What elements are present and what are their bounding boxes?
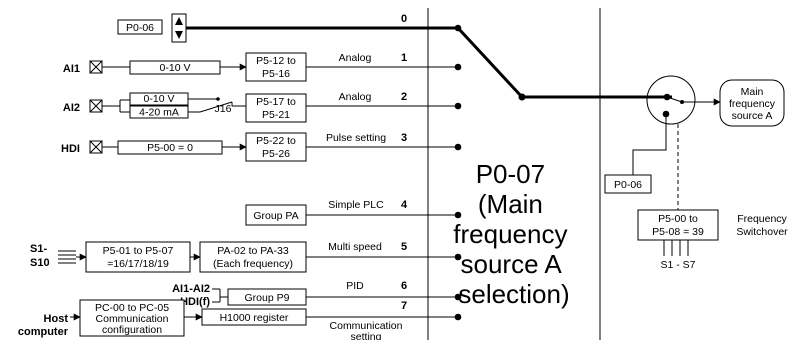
p0-06-lower-text: P0-06 [614, 179, 642, 191]
channel-3-dot [454, 143, 462, 151]
multispeed-cond-box [85, 241, 191, 273]
ai2-jumper-switch [188, 97, 246, 113]
output-switch-circle [646, 75, 696, 125]
ai2-voltage-text: 0-10 V [144, 93, 175, 105]
channel-4-label: Simple PLC [328, 199, 384, 211]
wiper-junction-dot [518, 93, 526, 101]
multispeed-cond-text: P5-01 to P5-07=16/17/18/19 [103, 245, 174, 270]
channel-1-number: 1 [401, 52, 407, 64]
ai2-jumper-label: J16 [215, 103, 232, 115]
pid-param-text: Group P9 [245, 292, 290, 304]
ai1-label: AI1 [63, 63, 80, 75]
channel-1-label: Analog [339, 52, 372, 64]
channel-7-number: 7 [401, 300, 407, 312]
ai2-terminal-icon [89, 99, 103, 113]
channel-0-number: 0 [401, 13, 407, 25]
channel-4-number: 4 [401, 199, 408, 211]
output-label-box [719, 79, 785, 127]
channel-6-label: PID [346, 280, 364, 292]
hdi-terminal-icon [89, 140, 103, 154]
selector-title: P0-07 (Main frequency source A selection… [453, 159, 574, 309]
channel-4-dot [454, 211, 462, 219]
multispeed-param-text: PA-02 to PA-33(Each frequency) [213, 245, 293, 270]
plc-param-text: Group PA [253, 210, 298, 222]
channel-5-dot [454, 253, 462, 261]
hdi-param-box [245, 132, 307, 162]
multispeed-source: S1-S10 [30, 243, 50, 269]
ai1-terminal-icon [89, 60, 103, 74]
multispeed-input-lines [58, 250, 87, 264]
channel-1-dot [454, 63, 462, 71]
hdi-label: HDI [61, 143, 80, 155]
switchover-inputs: S1 - S7 [660, 259, 695, 271]
comm-config-box [79, 299, 185, 337]
p0-06-top-text: P0-06 [126, 22, 154, 34]
channel-2-number: 2 [401, 91, 407, 103]
updown-spinner-icon[interactable] [171, 13, 187, 43]
ai2-current-text: 4-20 mA [139, 107, 179, 119]
channel-3-label: Pulse setting [326, 132, 386, 144]
channel-2-label: Analog [339, 91, 372, 103]
switchover-input-lines [663, 240, 689, 256]
channel-5-label: Multi speed [328, 241, 382, 253]
channel-7-dot [454, 313, 462, 321]
p0-06-lower-box [604, 174, 652, 194]
comm-param-text: H1000 register [220, 312, 289, 324]
channel-5-number: 5 [401, 241, 407, 253]
ai2-label: AI2 [63, 102, 80, 114]
channel-6-number: 6 [401, 280, 407, 292]
ai1-range-text: 0-10 V [160, 62, 191, 74]
ai2-param-box [245, 93, 307, 123]
hdi-cond-text: P5-00 = 0 [147, 142, 193, 154]
selector-wiper [456, 26, 672, 99]
channel-2-dot [454, 102, 462, 110]
switchover-param-box [637, 209, 719, 241]
p0-06-top-box [117, 19, 163, 35]
channel-6-dot [454, 293, 462, 301]
channel-3-number: 3 [401, 132, 407, 144]
